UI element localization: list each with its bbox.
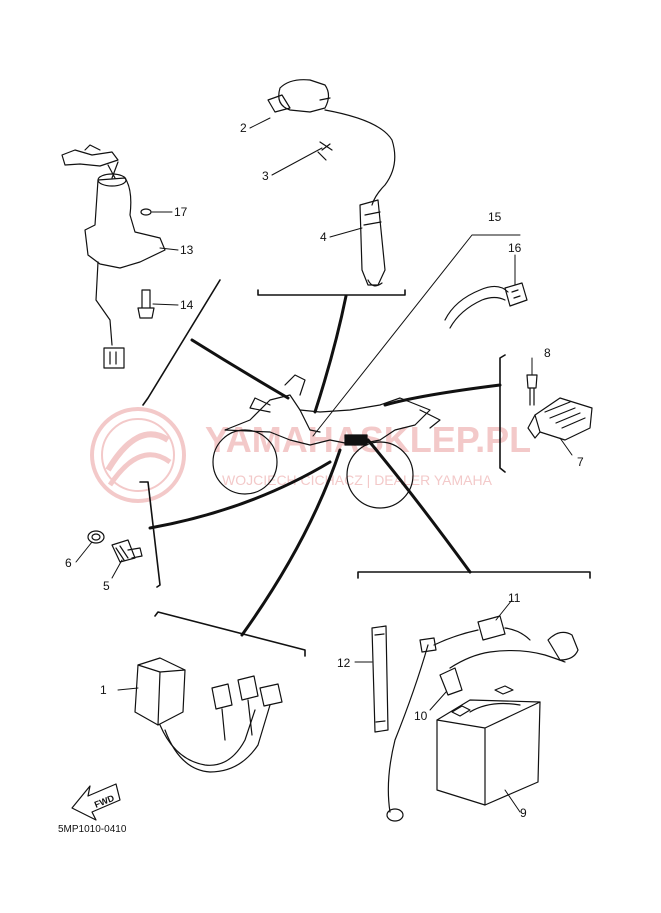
plug-lead [324,109,396,206]
neutral-switch-assembly [87,530,143,563]
igniter-coupler-b [237,675,259,701]
wire-harness-section [444,282,528,329]
ignition-key [61,149,119,167]
callout-leaders [75,117,573,813]
coil-bolt [317,141,333,161]
plug-cap [359,199,386,286]
callout-16: 16 [508,241,522,255]
callout-2: 2 [240,121,247,135]
callout-3: 3 [262,169,269,183]
gasket [87,530,105,544]
callout-numbers: 1 2 3 4 5 6 7 8 9 10 11 12 13 14 15 16 1… [65,121,584,820]
rectifier-assembly [526,374,593,441]
motorcycle-outline [212,374,441,509]
callout-6: 6 [65,556,72,570]
battery-band [371,625,389,733]
battery [436,699,541,806]
callout-1: 1 [100,683,107,697]
harness-coupler [504,282,528,307]
callout-13: 13 [180,243,194,257]
callout-9: 9 [520,806,527,820]
fuse-holder [477,615,506,641]
watermark-sub-text: WOJCIECH CICHACZ | DEALER YAMAHA [222,472,493,488]
callout-10: 10 [414,709,428,723]
rectifier-bolt [526,374,538,406]
watermark: YAMAHASKLEP.PL WOJCIECH CICHACZ | DEALER… [90,407,531,503]
igniter-coupler-c [259,683,283,707]
callout-15: 15 [488,210,502,224]
switch-washer [140,208,152,216]
group-brackets [139,279,591,657]
switch-screw [137,289,155,319]
callout-17: 17 [174,205,188,219]
callout-15-leader [312,234,521,437]
battery-cable-negative [387,644,429,813]
callout-11: 11 [508,591,521,605]
ignition-coil [278,79,330,113]
fwd-arrow-icon [71,783,121,821]
battery-cable-positive [439,667,463,696]
starter-cap [547,631,579,661]
callout-12: 12 [337,656,351,670]
callout-8: 8 [544,346,551,360]
main-switch-assembly [61,144,166,369]
battery-group [371,615,579,822]
callout-7: 7 [577,455,584,469]
neutral-switch [111,539,143,563]
diagram-code: 5MP1010-0410 [58,824,127,835]
callout-14: 14 [180,298,194,312]
callout-5: 5 [103,579,110,593]
switch-connector [103,347,125,369]
switch-body [84,177,166,269]
igniter-coupler-a [211,683,233,710]
watermark-logo-icon [90,407,186,503]
callout-4: 4 [320,230,327,244]
igniter-assembly [134,657,283,773]
ignition-coil-assembly [267,79,396,287]
group-leader-lines [148,294,502,637]
igniter-unit [134,657,186,726]
